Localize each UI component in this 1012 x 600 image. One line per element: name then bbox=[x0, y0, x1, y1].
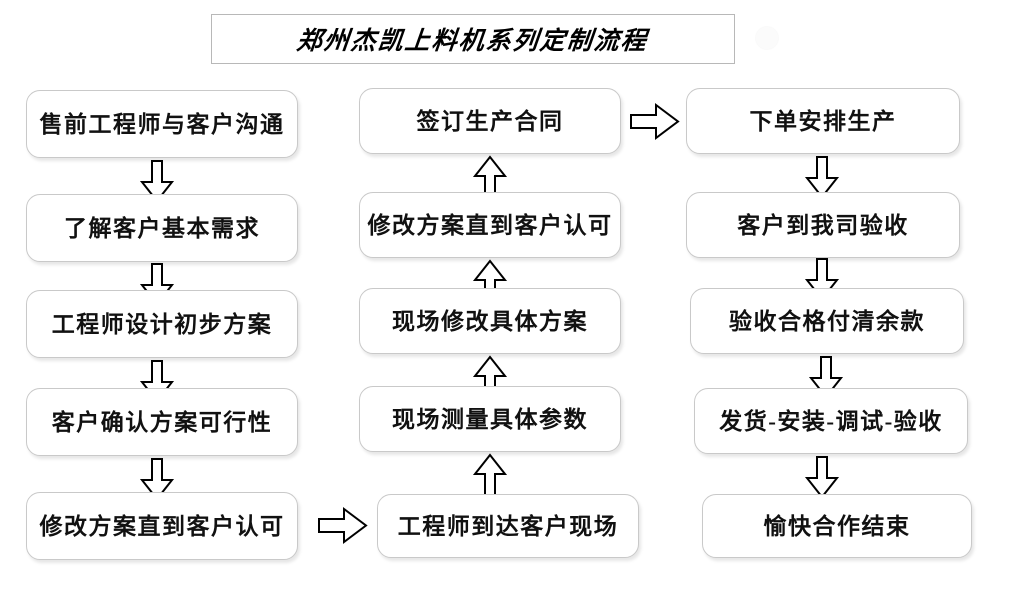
arrow-down-right-3 bbox=[808, 356, 844, 399]
node-r5[interactable]: 愉快合作结束 bbox=[702, 494, 972, 558]
node-r2-label: 客户到我司验收 bbox=[737, 212, 909, 238]
node-m1[interactable]: 签订生产合同 bbox=[359, 88, 621, 154]
node-r3[interactable]: 验收合格付清余款 bbox=[690, 288, 964, 354]
arrow-down-left-4 bbox=[139, 458, 175, 501]
node-l3-label: 工程师设计初步方案 bbox=[51, 311, 273, 337]
node-l4-label: 客户确认方案可行性 bbox=[51, 409, 273, 435]
node-m5-label: 工程师到达客户现场 bbox=[397, 513, 619, 539]
arrow-down-left-1 bbox=[139, 160, 175, 203]
node-m2-label: 修改方案直到客户认可 bbox=[367, 212, 613, 238]
node-l5[interactable]: 修改方案直到客户认可 bbox=[26, 492, 298, 560]
node-l2[interactable]: 了解客户基本需求 bbox=[26, 194, 298, 262]
node-m3[interactable]: 现场修改具体方案 bbox=[359, 288, 621, 354]
node-r1-label: 下单安排生产 bbox=[749, 108, 897, 134]
node-l4[interactable]: 客户确认方案可行性 bbox=[26, 388, 298, 456]
node-l5-label: 修改方案直到客户认可 bbox=[39, 513, 285, 539]
node-m5[interactable]: 工程师到达客户现场 bbox=[377, 494, 639, 558]
arrow-down-right-4 bbox=[804, 456, 840, 499]
node-l1[interactable]: 售前工程师与客户沟通 bbox=[26, 90, 298, 158]
node-m1-label: 签订生产合同 bbox=[416, 108, 564, 134]
node-r4-label: 发货-安装-调试-验收 bbox=[719, 408, 943, 434]
node-r5-label: 愉快合作结束 bbox=[763, 513, 911, 539]
node-r3-label: 验收合格付清余款 bbox=[729, 308, 925, 334]
node-l1-label: 售前工程师与客户沟通 bbox=[39, 111, 285, 137]
node-m4-label: 现场测量具体参数 bbox=[392, 406, 588, 432]
chart-title-text: 郑州杰凯上料机系列定制流程 bbox=[295, 28, 650, 55]
node-m4[interactable]: 现场测量具体参数 bbox=[359, 386, 621, 452]
arrow-up-middle-4 bbox=[472, 453, 508, 496]
watermark-blot bbox=[755, 26, 779, 50]
node-l2-label: 了解客户基本需求 bbox=[64, 215, 260, 241]
node-r2[interactable]: 客户到我司验收 bbox=[686, 192, 960, 258]
chart-title-box: 郑州杰凯上料机系列定制流程 bbox=[211, 14, 735, 64]
node-l3[interactable]: 工程师设计初步方案 bbox=[26, 290, 298, 358]
arrow-right-middle-to-right bbox=[630, 103, 680, 140]
arrow-right-left-to-middle bbox=[318, 507, 368, 544]
arrow-down-right-1 bbox=[804, 156, 840, 199]
node-r4[interactable]: 发货-安装-调试-验收 bbox=[694, 388, 968, 454]
node-r1[interactable]: 下单安排生产 bbox=[686, 88, 960, 154]
node-m2[interactable]: 修改方案直到客户认可 bbox=[359, 192, 621, 258]
node-m3-label: 现场修改具体方案 bbox=[392, 308, 588, 334]
